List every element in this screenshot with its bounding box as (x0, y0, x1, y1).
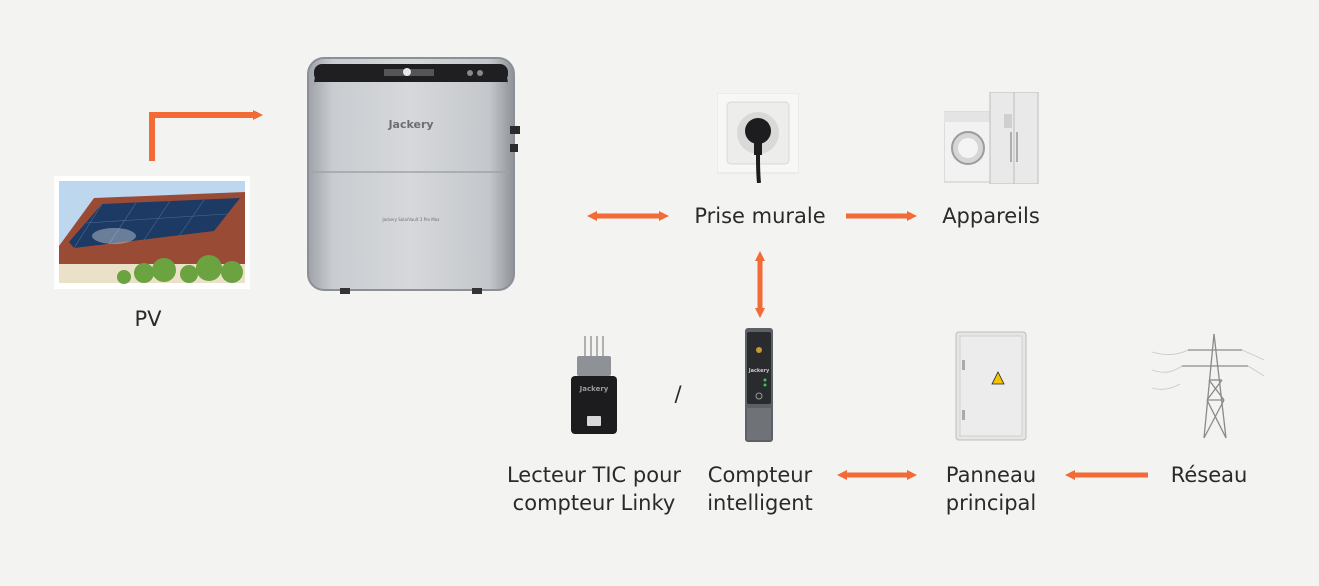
battery-model: Jackery SolarVault 3 Pro Max (381, 217, 440, 222)
tic-reader-label-line1: Lecteur TIC pour (506, 463, 682, 487)
tic-reader-label: Lecteur TIC pour compteur Linky (494, 461, 694, 517)
wall-socket-icon (717, 93, 799, 183)
appliances-label: Appareils (942, 204, 1040, 228)
arrow-pv-to-battery (149, 110, 263, 161)
wall-socket-label: Prise murale (694, 204, 826, 228)
tic-reader-label-line2: compteur Linky (512, 491, 676, 515)
smart-meter-label: Compteur intelligent (680, 461, 840, 517)
main-panel-label-line2: principal (945, 491, 1037, 515)
smart-meter-icon: Jackery (745, 328, 773, 442)
electrical-cabinet-icon (955, 331, 1027, 441)
dongle-brand: Jackery (579, 385, 609, 393)
power-pylon-icon (1152, 333, 1264, 439)
main-panel-label: Panneau principal (920, 461, 1062, 517)
battery-brand: Jackery (387, 118, 433, 131)
home-battery-icon: Jackery Jackery SolarVault 3 Pro Max (307, 57, 520, 294)
grid-label: Réseau (1170, 463, 1248, 487)
main-panel-label-line1: Panneau (945, 463, 1037, 487)
pv-label: PV (134, 307, 162, 331)
tic-dongle-icon: Jackery (571, 336, 617, 434)
separator-slash: / (674, 382, 682, 406)
smart-meter-label-line1: Compteur (707, 463, 813, 487)
smart-meter-label-line2: intelligent (707, 491, 813, 515)
meter-brand: Jackery (748, 368, 770, 374)
solar-roof-photo (54, 176, 250, 289)
appliances-icon (944, 92, 1039, 184)
